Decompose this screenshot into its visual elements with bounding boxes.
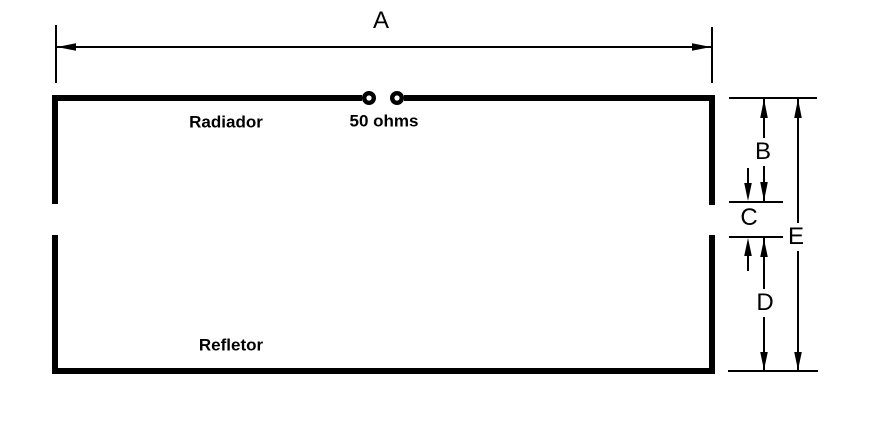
- dimension-label-c: C: [740, 204, 758, 231]
- arrow-c-top-icon: [744, 183, 752, 201]
- arrow-c-bottom-icon: [744, 238, 752, 256]
- arrow-b-top-icon: [760, 99, 768, 118]
- radiator-label: Radiador: [189, 112, 263, 132]
- dimension-label-d: D: [752, 289, 778, 317]
- arrow-a-right-icon: [692, 43, 711, 51]
- dimension-label-a: A: [372, 7, 390, 34]
- arrow-e-top-icon: [794, 99, 802, 118]
- reflector-element: [52, 235, 715, 374]
- feed-terminal-left-icon: [362, 90, 377, 105]
- reflector-label: Refletor: [198, 335, 264, 355]
- feed-terminal-right-icon: [390, 90, 405, 105]
- feed-impedance-label: 50 ohms: [349, 111, 419, 131]
- arrow-b-bottom-icon: [760, 182, 768, 201]
- dimension-label-b: B: [750, 138, 776, 166]
- radiator-element-left: [52, 95, 362, 204]
- radiator-element-right: [404, 95, 715, 205]
- dimension-label-e: E: [783, 223, 809, 251]
- arrow-d-bottom-icon: [760, 352, 768, 370]
- arrow-e-bottom-icon: [794, 352, 802, 370]
- arrow-d-top-icon: [760, 239, 768, 257]
- arrow-a-left-icon: [57, 43, 76, 51]
